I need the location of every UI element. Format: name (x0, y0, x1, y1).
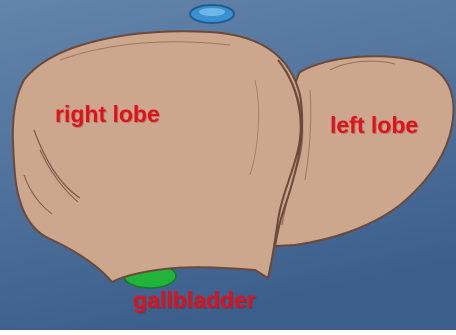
right-lobe-label: right lobe (55, 103, 160, 126)
gallbladder-label: gallbladder (133, 289, 256, 312)
left-lobe-label: left lobe (330, 114, 418, 137)
vessel-highlight (199, 8, 225, 16)
